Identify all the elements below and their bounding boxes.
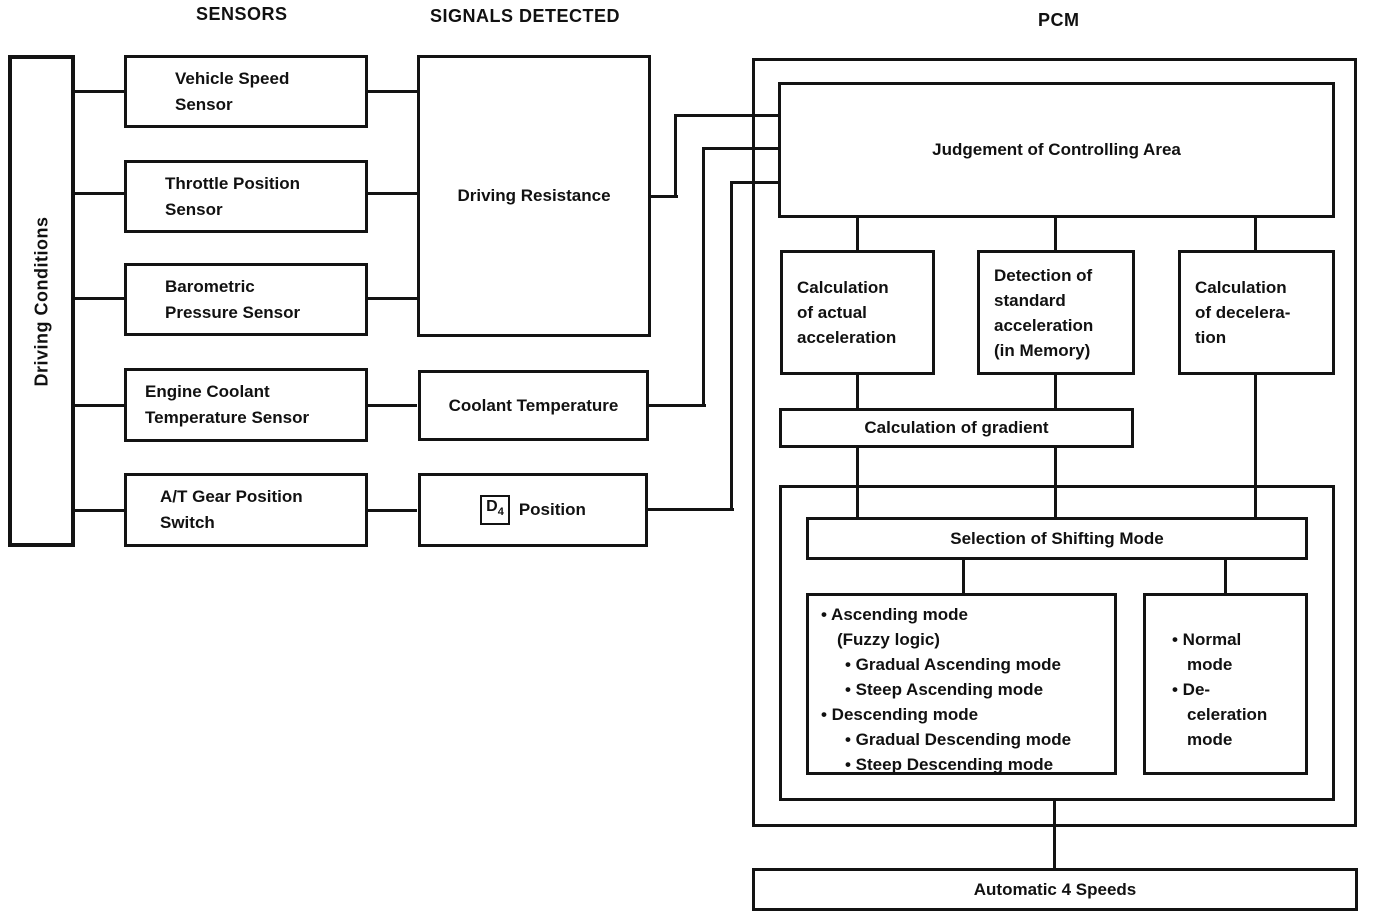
label-line: Detection of [994,265,1093,285]
coolant-temperature-label: Coolant Temperature [448,395,619,415]
connector-vehicle-to-resistance [368,90,417,93]
judgement-label: Judgement of Controlling Area [932,140,1181,159]
mode-line: • Descending mode [821,705,979,724]
header-pcm: PCM [1038,10,1080,30]
header-sensors: SENSORS [196,4,288,24]
sensor-label-line: Barometric [165,276,255,296]
driving-conditions-box: Driving Conditions [8,55,75,547]
mode-line: celeration [1187,705,1268,724]
mode-line: • De- [1172,680,1211,699]
automatic-speeds-label: Automatic 4 Speeds [973,879,1137,899]
sensor-label-line: Throttle Position [165,173,301,193]
sensor-label-line: Sensor [175,94,233,114]
sensor-label-line: Sensor [165,199,223,219]
sensor-box-at-gear-position: A/T Gear Position Switch [124,473,368,547]
shifting-mode-bar: Selection of Shifting Mode [806,517,1308,560]
sensor-label-line: Switch [160,513,215,532]
connector-conditions-to-vehicle-speed [74,90,125,93]
sensor-label-line: Pressure Sensor [165,302,301,322]
label-line: acceleration [797,328,897,347]
normal-deceleration-modes-box: • Normal mode • De- celeration mode [1143,593,1308,775]
gradient-box: Calculation of gradient [779,408,1134,448]
label-line: of decelera- [1195,303,1291,322]
signal-box-coolant-temperature: Coolant Temperature [418,370,649,441]
connector-coolant-riser [702,147,705,407]
connector-conditions-to-gear-switch [74,509,125,512]
connector-barometric-to-resistance [368,297,417,300]
connector-resistance-out [651,195,678,198]
sensor-label-line: Engine Coolant [145,382,270,401]
d4-position-label: Position [518,500,586,519]
sensor-box-engine-coolant-temp: Engine Coolant Temperature Sensor [124,368,368,442]
mode-line: (Fuzzy logic) [837,630,940,649]
connector-d4-out [648,508,734,511]
sensor-label-line: Vehicle Speed [175,68,290,88]
connector-coolant-out [649,404,706,407]
connector-d4-riser [730,181,733,511]
shifting-mode-label: Selection of Shifting Mode [950,528,1164,548]
label-line: Calculation [797,278,889,297]
d4-gear-icon: D4 [480,494,510,526]
connector-conditions-to-barometric [74,297,125,300]
shifting-mode-group-box [779,485,1335,801]
mode-line: • Normal [1172,630,1242,649]
label-line: acceleration [994,315,1094,335]
judgement-box: Judgement of Controlling Area [778,82,1335,218]
header-signals-detected: SIGNALS DETECTED [430,6,621,26]
connector-conditions-to-coolant-sensor [74,404,125,407]
sensor-box-vehicle-speed: Vehicle Speed Sensor [124,55,368,128]
label-line: of actual [797,303,867,322]
deceleration-box: Calculation of decelera- tion [1178,250,1335,375]
gradient-label: Calculation of gradient [864,418,1049,437]
mode-line: • Gradual Descending mode [845,730,1072,749]
d4-letter: D [486,497,498,515]
connector-resistance-riser [674,114,677,198]
label-line: Calculation [1195,278,1287,297]
label-line: standard [994,290,1066,310]
mode-line: • Ascending mode [821,605,969,624]
connector-conditions-to-throttle [74,192,125,195]
sensor-box-barometric-pressure: Barometric Pressure Sensor [124,263,368,336]
mode-line: • Steep Descending mode [845,755,1054,774]
sensor-label-line: Temperature Sensor [145,408,310,427]
d4-subscript: 4 [497,506,504,519]
mode-line: mode [1187,730,1233,749]
connector-coolant-sensor-to-coolant-temp [368,404,417,407]
label-line: (in Memory) [994,340,1091,360]
signal-box-driving-resistance: Driving Resistance [417,55,651,337]
mode-line: • Steep Ascending mode [845,680,1044,699]
actual-acceleration-box: Calculation of actual acceleration [780,250,935,375]
mode-line: • Gradual Ascending mode [845,655,1061,674]
label-line: tion [1195,328,1227,347]
mode-line: mode [1187,655,1233,674]
connector-gear-switch-to-d4 [368,509,417,512]
ascending-descending-modes-box: • Ascending mode (Fuzzy logic) • Gradual… [806,593,1117,775]
driving-conditions-label: Driving Conditions [31,216,51,386]
connector-throttle-to-resistance [368,192,417,195]
sensor-label-line: A/T Gear Position [160,487,303,506]
sensor-box-throttle-position: Throttle Position Sensor [124,160,368,233]
standard-acceleration-box: Detection of standard acceleration (in M… [977,250,1135,375]
driving-resistance-label: Driving Resistance [457,186,611,205]
automatic-speeds-box: Automatic 4 Speeds [752,868,1358,911]
signal-box-d4-position: D4 Position [418,473,648,547]
